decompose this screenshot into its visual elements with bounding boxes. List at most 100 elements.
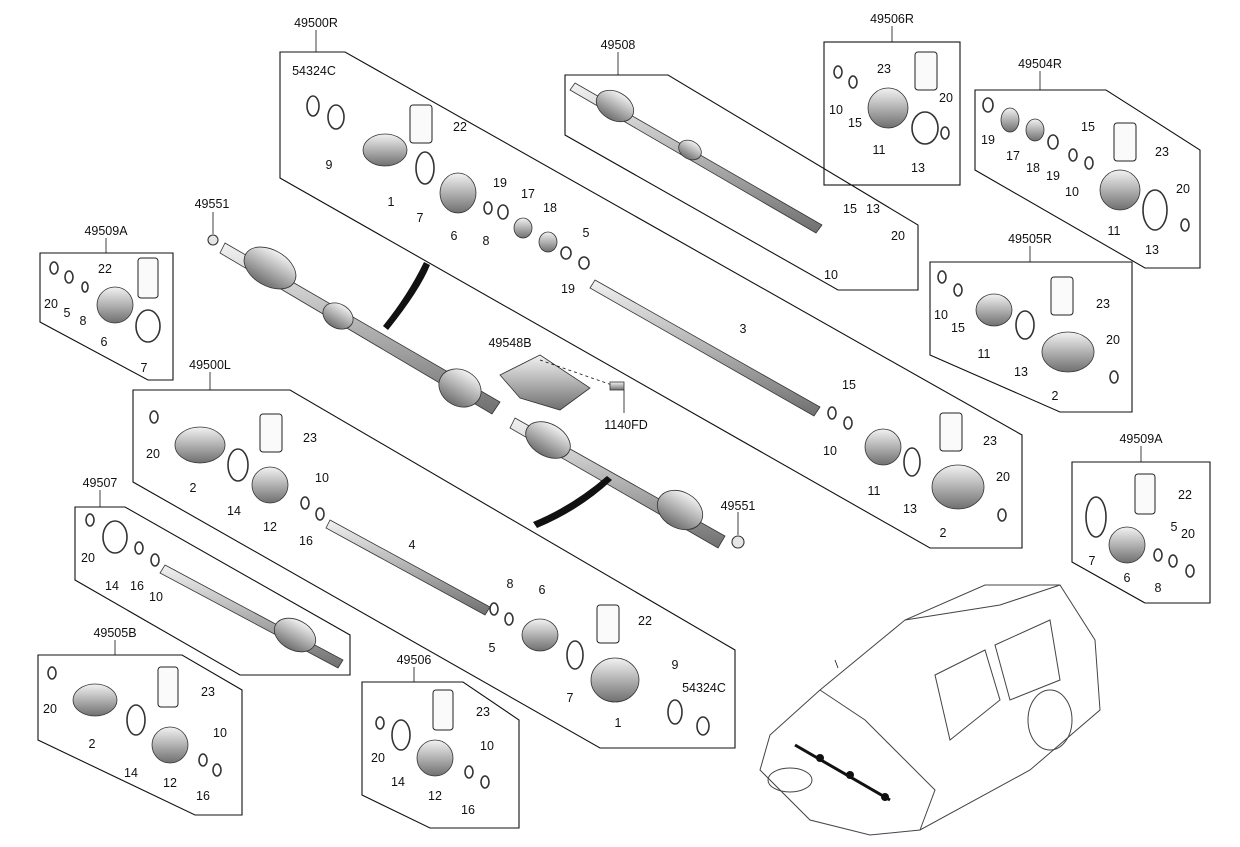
callout-11c: 11 (1108, 224, 1121, 238)
label-54324C-bottom: 54324C (682, 681, 726, 695)
label-49509A-right: 49509A (1119, 432, 1163, 446)
callout-10g: 10 (149, 590, 163, 604)
callout-2c: 2 (190, 481, 197, 495)
callout-14c: 14 (124, 766, 138, 780)
kit-labels: 49500R 49508 49506R 49504R 49505R 49509A… (83, 12, 1164, 695)
callout-7: 7 (417, 211, 424, 225)
label-49504R: 49504R (1018, 57, 1062, 71)
callout-5b: 5 (64, 306, 71, 320)
label-49551-bottom: 49551 (721, 499, 756, 513)
callout-9b: 9 (672, 658, 679, 672)
callout-20i: 20 (81, 551, 95, 565)
callout-23c: 23 (1155, 145, 1169, 159)
shaft-49507-shape (159, 564, 344, 669)
callout-20b: 20 (891, 229, 905, 243)
leader-lines (99, 26, 1142, 682)
callout-13b: 13 (866, 202, 880, 216)
callout-20e: 20 (1106, 333, 1120, 347)
callout-19: 19 (493, 176, 507, 190)
callout-20d: 20 (1176, 182, 1190, 196)
callout-17b: 17 (1006, 149, 1020, 163)
box-49500L (132, 389, 736, 749)
callout-10i: 10 (480, 739, 494, 753)
callout-12b: 12 (163, 776, 177, 790)
callout-8: 8 (483, 234, 490, 248)
box-49505R (929, 261, 1133, 413)
label-1140FD: 1140FD (604, 418, 648, 432)
callout-16: 16 (299, 534, 313, 548)
label-49551-top: 49551 (195, 197, 230, 211)
callout-10d: 10 (1065, 185, 1079, 199)
main-shaft-assembly (207, 234, 745, 549)
label-54324C-top: 54324C (292, 64, 336, 78)
callout-18: 18 (543, 201, 557, 215)
nut-49551-bottom-icon (731, 535, 745, 549)
shaft-4-shape (325, 519, 491, 616)
parts-small-kits (47, 51, 1195, 789)
parts-49500L (149, 410, 710, 736)
label-49505R: 49505R (1008, 232, 1052, 246)
label-49500L: 49500L (189, 358, 231, 372)
callout-22d: 22 (638, 614, 652, 628)
callout-7d: 7 (567, 691, 574, 705)
parts-49500R (306, 95, 1007, 522)
callout-19d: 19 (1046, 169, 1060, 183)
callout-1b: 1 (615, 716, 622, 730)
callout-15c: 15 (848, 116, 862, 130)
callout-15e: 15 (951, 321, 965, 335)
callout-10f: 10 (315, 471, 329, 485)
callout-2b: 2 (1052, 389, 1059, 403)
label-49548B: 49548B (488, 336, 531, 350)
callout-6b: 6 (101, 335, 108, 349)
callout-20f: 20 (44, 297, 58, 311)
callout-11: 11 (868, 484, 881, 498)
callout-10h: 10 (213, 726, 227, 740)
callout-14b: 14 (105, 579, 119, 593)
label-49509A-left: 49509A (84, 224, 128, 238)
callout-20g: 20 (1181, 527, 1195, 541)
callout-2d: 2 (89, 737, 96, 751)
callout-16d: 16 (461, 803, 475, 817)
callout-16b: 16 (130, 579, 144, 593)
callout-20j: 20 (43, 702, 57, 716)
callout-11d: 11 (978, 347, 991, 361)
callout-10: 10 (823, 444, 837, 458)
box-49508 (564, 74, 919, 291)
label-49506R: 49506R (870, 12, 914, 26)
callout-5d: 5 (489, 641, 496, 655)
callout-5: 5 (583, 226, 590, 240)
label-49505B: 49505B (93, 626, 136, 640)
callout-15d: 15 (1081, 120, 1095, 134)
callout-20: 20 (996, 470, 1010, 484)
callout-23b: 23 (877, 62, 891, 76)
bracket-49548B-shape (499, 354, 625, 411)
callout-23: 23 (983, 434, 997, 448)
callout-10c: 10 (829, 103, 843, 117)
callout-6d: 6 (539, 583, 546, 597)
callout-23g: 23 (476, 705, 490, 719)
label-49507: 49507 (83, 476, 118, 490)
box-49505B (37, 654, 243, 816)
box-49507 (74, 506, 351, 676)
callout-12: 12 (263, 520, 277, 534)
callout-23f: 23 (201, 685, 215, 699)
callout-4: 4 (409, 538, 416, 552)
callout-6: 6 (451, 229, 458, 243)
callout-13e: 13 (1014, 365, 1028, 379)
callout-5c: 5 (1171, 520, 1178, 534)
callout-2: 2 (940, 526, 947, 540)
box-49509A-left (39, 252, 174, 381)
callout-14d: 14 (391, 775, 405, 789)
callout-16c: 16 (196, 789, 210, 803)
callout-11b: 11 (873, 143, 886, 157)
callout-1: 1 (388, 195, 395, 209)
shaft-3-shape (589, 279, 821, 417)
callout-22: 22 (453, 120, 467, 134)
callout-15: 15 (842, 378, 856, 392)
callout-10b: 10 (824, 268, 838, 282)
callout-20c: 20 (939, 91, 953, 105)
callout-23e: 23 (303, 431, 317, 445)
callout-17: 17 (521, 187, 535, 201)
callout-22c: 22 (1178, 488, 1192, 502)
shaft-49508-shape (569, 82, 823, 234)
